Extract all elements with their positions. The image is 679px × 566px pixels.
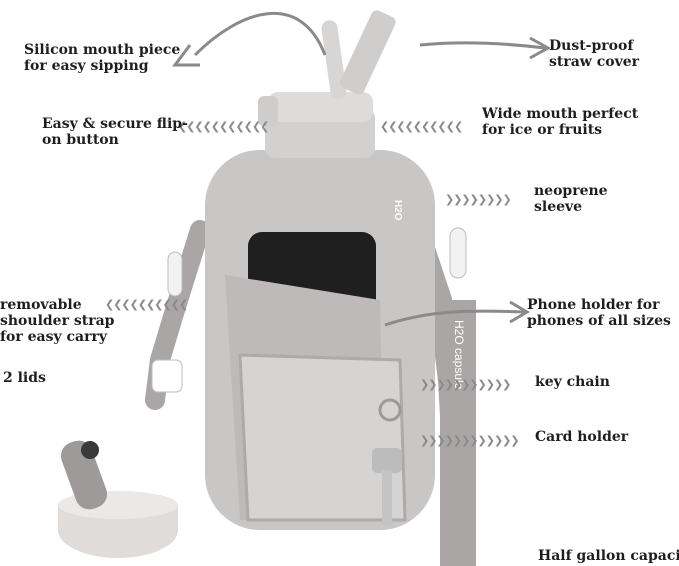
label-capacity: Half gallon capacity xyxy=(538,548,679,564)
label-wide-mouth: Wide mouth perfect for ice or fruits xyxy=(482,106,639,138)
spare-lid xyxy=(58,440,178,558)
straw xyxy=(321,10,396,100)
strap-brand-text: H2O capsule xyxy=(452,320,466,390)
label-mouthpiece: Silicon mouth piece for easy sipping xyxy=(24,42,181,74)
strap-hook-left xyxy=(151,251,183,393)
annotation-arrows xyxy=(172,11,552,327)
label-flip-button: Easy & secure flip- on button xyxy=(42,116,188,148)
key-chain xyxy=(372,398,402,525)
chevron-line-wide-mouth: ❮❮❮❮❮❮❮❮❮❮ xyxy=(380,120,463,133)
chevron-line-strap: ❮❮❮❮❮❮❮❮❮❮ xyxy=(105,298,188,311)
label-card-holder: Card holder xyxy=(535,429,629,445)
label-lids: 2 lids xyxy=(3,370,46,386)
chevron-line-card-holder: ❯❯❯❯❯❯❯❯❯❯❯❯ xyxy=(420,434,520,447)
label-straw-cover: Dust-proof straw cover xyxy=(549,38,640,70)
chevron-line-key-chain: ❯❯❯❯❯❯❯❯❯❯❯ xyxy=(420,378,511,391)
label-neoprene: neoprene sleeve xyxy=(534,183,608,215)
chevron-line-neoprene: ❯❯❯❯❯❯❯❯ xyxy=(445,193,512,206)
bottle-logo: H2O xyxy=(392,200,403,221)
strap-hook-right xyxy=(449,227,467,279)
flip-lid xyxy=(258,92,373,126)
strap-logo: H2O xyxy=(187,390,199,413)
label-phone-holder: Phone holder for phones of all sizes xyxy=(527,297,671,329)
label-strap: removable shoulder strap for easy carry xyxy=(0,297,115,345)
label-key-chain: key chain xyxy=(535,374,610,390)
mesh-card-pocket xyxy=(238,353,407,522)
chevron-line-flip-button: ❮❮❮❮❮❮❮❮❮❮❮ xyxy=(178,120,269,133)
